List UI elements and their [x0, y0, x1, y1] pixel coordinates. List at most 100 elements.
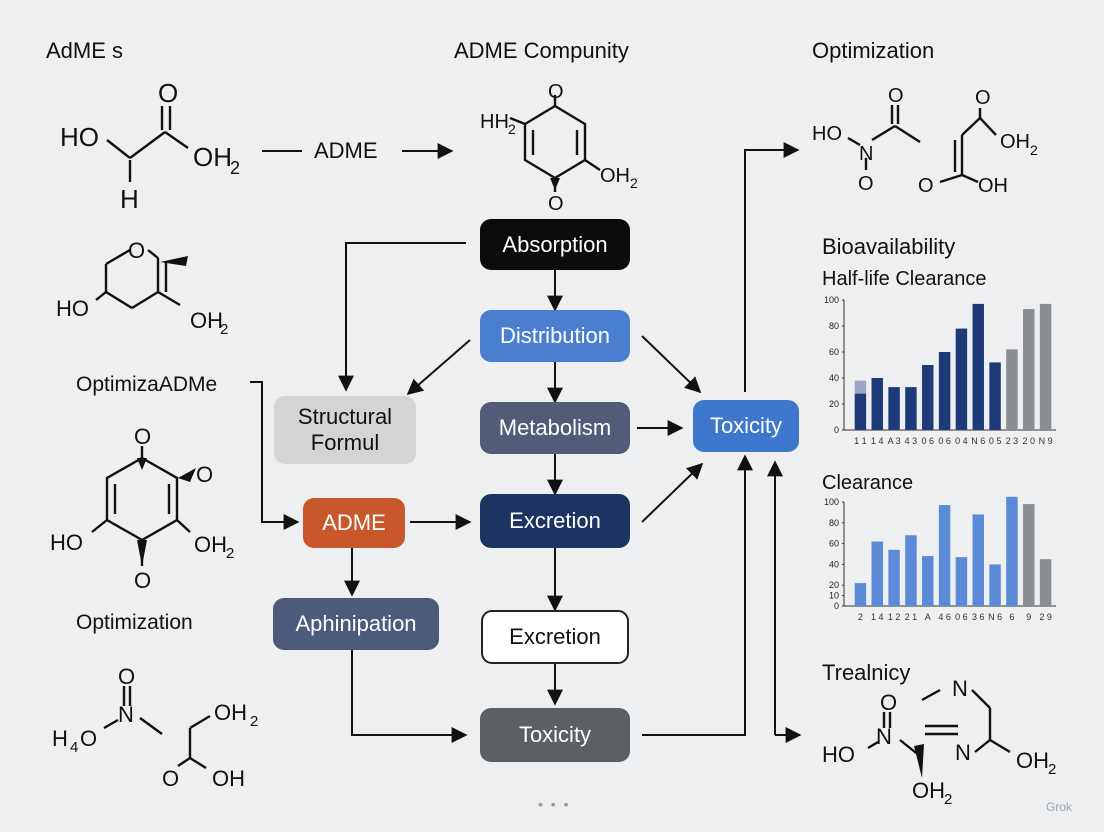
- heading-optimization-top: Optimization: [812, 38, 935, 63]
- chart-x-tick-label: 1 4: [871, 436, 884, 446]
- chart-x-tick-label: 2 9: [1039, 612, 1052, 622]
- chart-y-tick-label: 40: [829, 559, 839, 569]
- box-metabolism-label: Metabolism: [498, 415, 612, 440]
- mol-subscript: 2: [1048, 761, 1056, 778]
- mol-label: N: [876, 724, 892, 749]
- chart-x-tick-label: 9: [1026, 612, 1031, 622]
- chart-x-tick-label: A: [925, 612, 931, 622]
- mol-label: O: [975, 87, 991, 109]
- box-distribution[interactable]: Distribution: [480, 310, 630, 362]
- box-toxicity-blue-label: Toxicity: [709, 413, 783, 438]
- mol-label: O: [880, 690, 897, 715]
- chart-bar: [871, 378, 883, 430]
- chart-bar: [989, 362, 1001, 430]
- mol-label: OH: [600, 165, 630, 187]
- box-structural-line1: Structural: [297, 404, 393, 429]
- chart-bar: [888, 387, 900, 430]
- box-excretion-outline-label: Excretion: [509, 624, 601, 649]
- chart-bar: [955, 557, 968, 606]
- mol-label: OH: [193, 142, 232, 172]
- chart-x-tick-label: 0 6: [938, 436, 951, 446]
- grok-watermark: Grok: [1046, 800, 1073, 814]
- mol-label: OH: [190, 308, 223, 333]
- molecule-nitro-diol: [103, 686, 211, 770]
- chart-bar: [854, 393, 867, 430]
- chart-bar: [972, 514, 984, 606]
- chart-bar: [938, 352, 951, 430]
- chart-bar: [1006, 349, 1018, 430]
- chart-bar: [1006, 496, 1018, 606]
- mol-label: HO: [60, 122, 99, 152]
- mol-label: O: [134, 568, 151, 593]
- box-excretion-outline[interactable]: Excretion: [481, 610, 629, 664]
- chart-x-tick-label: 2 0: [1022, 436, 1035, 446]
- chart-bar-overlay: [854, 380, 867, 394]
- chart-x-tick-label: 0 6: [955, 612, 968, 622]
- chart-bar: [955, 328, 968, 430]
- mol-label: N: [118, 702, 134, 727]
- box-distribution-label: Distribution: [499, 323, 611, 348]
- chart-x-tick-label: N 6: [988, 612, 1002, 622]
- box-aphinipation-label: Aphinipation: [295, 611, 417, 636]
- mol-label: O: [158, 78, 178, 108]
- box-excretion-dark[interactable]: Excretion: [480, 494, 630, 548]
- mol-label: O: [196, 462, 213, 487]
- mol-label: OH: [194, 532, 227, 557]
- box-toxicity-blue[interactable]: Toxicity: [693, 400, 799, 452]
- chart-x-tick-label: 6: [1009, 612, 1014, 622]
- mol-label: OH: [978, 175, 1008, 197]
- chart-bar: [1039, 303, 1052, 430]
- mol-subscript: 2: [944, 791, 952, 808]
- chart-y-tick-label: 10: [829, 591, 839, 601]
- heading-optimization-left: Optimization: [76, 611, 193, 634]
- mol-subscript: 4: [70, 739, 78, 756]
- box-aphinipation[interactable]: Aphinipation: [273, 598, 439, 650]
- chart-y-tick-label: 0: [834, 425, 839, 435]
- mol-label: H: [52, 726, 68, 751]
- box-adme-orange-label: ADME: [322, 510, 386, 535]
- box-toxicity-gray[interactable]: Toxicity: [480, 708, 630, 762]
- mol-subscript: 2: [250, 713, 258, 730]
- mol-label: OH: [1000, 131, 1030, 153]
- chart-bar: [922, 365, 934, 430]
- box-adme-orange[interactable]: ADME: [303, 498, 405, 548]
- mol-label: HO: [56, 296, 89, 321]
- chart-x-tick-label: 0 6: [921, 436, 934, 446]
- chart-x-tick-label: 2: [858, 612, 863, 622]
- chart-halflife-title: Half-life Clearance: [822, 268, 987, 290]
- mol-label: O: [888, 85, 904, 107]
- box-structural-formula[interactable]: Structural Formul: [274, 396, 416, 464]
- chart-y-tick-label: 100: [824, 497, 839, 507]
- flow-arrows: [250, 142, 802, 743]
- chart-y-tick-label: 60: [829, 539, 839, 549]
- mol-label: OH: [1016, 748, 1049, 773]
- mol-label: N: [859, 143, 873, 165]
- mol-label: O: [118, 664, 135, 689]
- chart-x-tick-label: N 6: [971, 436, 985, 446]
- heading-bioavailability: Bioavailability: [822, 234, 956, 259]
- chart-y-tick-label: 20: [829, 399, 839, 409]
- mol-subscript: 2: [230, 158, 240, 178]
- molecule-pyran: [95, 248, 181, 310]
- chart-bar: [938, 505, 951, 606]
- box-absorption[interactable]: Absorption: [480, 219, 630, 270]
- mol-label: HO: [50, 530, 83, 555]
- dots-indicator: • • •: [538, 796, 571, 812]
- box-toxicity-gray-label: Toxicity: [518, 722, 592, 747]
- mol-subscript: 2: [220, 321, 228, 338]
- heading-trealnicy: Trealnicy: [822, 660, 911, 685]
- chart-x-tick-label: 1 2: [888, 612, 901, 622]
- chart-x-tick-label: 4 6: [938, 612, 951, 622]
- chart-x-tick-label: 0 5: [989, 436, 1002, 446]
- mol-label: O: [918, 175, 934, 197]
- box-structural-line2: Formul: [310, 430, 380, 455]
- molecule-quinone: [509, 95, 601, 192]
- mol-label: HO: [822, 742, 855, 767]
- chart-bar: [972, 303, 984, 430]
- box-metabolism[interactable]: Metabolism: [480, 402, 630, 454]
- chart-y-tick-label: 60: [829, 347, 839, 357]
- chart-bar: [1039, 559, 1052, 606]
